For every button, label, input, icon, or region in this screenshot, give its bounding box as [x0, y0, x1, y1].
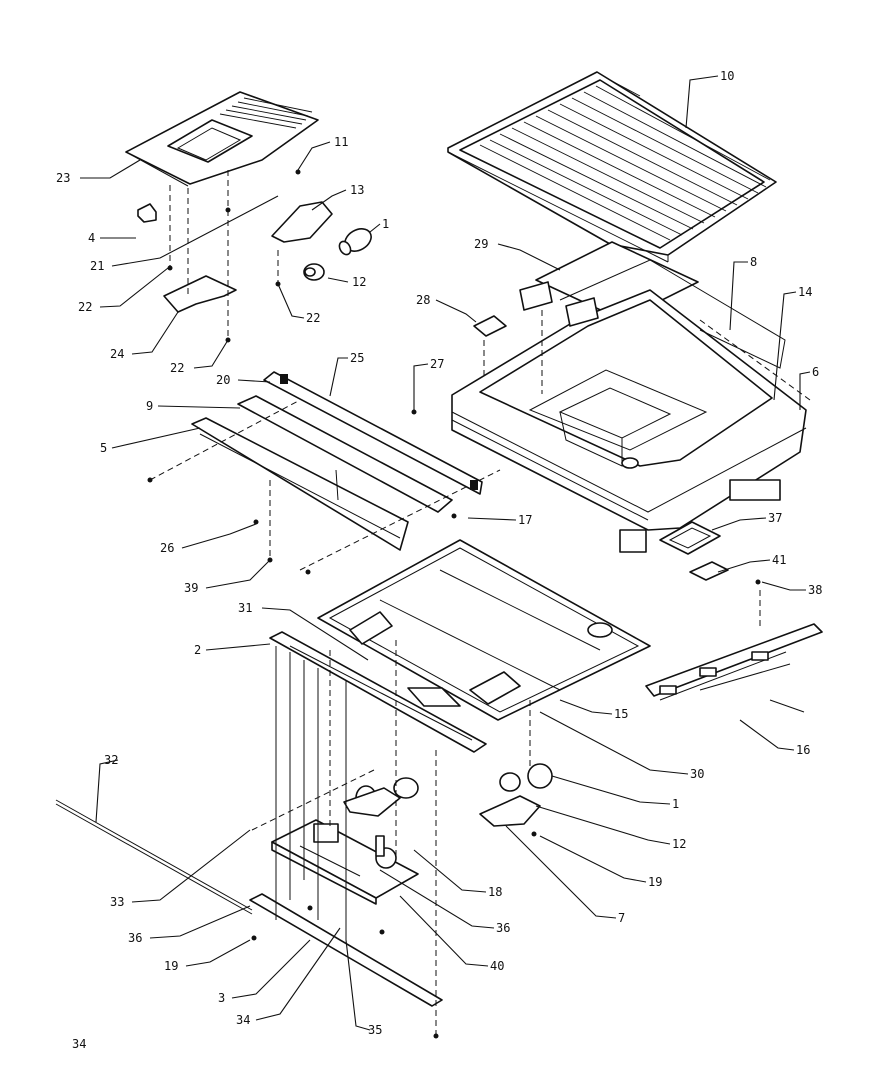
callout-22-a: 22 — [78, 300, 92, 314]
part-light-assembly-lower — [343, 763, 553, 827]
callout-29: 29 — [474, 237, 488, 251]
callout-19-b: 19 — [164, 959, 178, 973]
fasteners — [147, 169, 761, 1039]
callout-27: 27 — [430, 357, 444, 371]
callout-34: 34 — [236, 1013, 250, 1027]
part-trim-strips — [191, 371, 483, 551]
callout-23: 23 — [56, 171, 70, 185]
callout-10: 10 — [720, 69, 734, 83]
callout-22-c: 22 — [170, 361, 184, 375]
callout-1-upper: 1 — [382, 217, 389, 231]
callout-labels: 10 23 11 13 1 4 21 12 22 22 24 22 29 8 1… — [56, 69, 822, 1051]
part-fan-shroud — [125, 91, 319, 187]
part-crisper-housing — [451, 259, 807, 553]
part-socket-upper — [303, 263, 325, 281]
callout-9: 9 — [146, 399, 153, 413]
callout-41: 41 — [772, 553, 786, 567]
callout-17: 17 — [518, 513, 532, 527]
callout-33: 33 — [110, 895, 124, 909]
part-bulb-upper — [338, 228, 372, 256]
callout-30: 30 — [690, 767, 704, 781]
callout-25: 25 — [350, 351, 364, 365]
callout-8: 8 — [750, 255, 757, 269]
part-top-cover — [447, 71, 777, 263]
callout-24: 24 — [110, 347, 124, 361]
callout-6: 6 — [812, 365, 819, 379]
callout-21: 21 — [90, 259, 104, 273]
callout-36-a: 36 — [128, 931, 142, 945]
callout-37: 37 — [768, 511, 782, 525]
part-4-clip — [137, 203, 157, 223]
callout-15: 15 — [614, 707, 628, 721]
part-wire-harness — [645, 623, 823, 713]
callout-12-upper: 12 — [352, 275, 366, 289]
callout-19-a: 19 — [648, 875, 662, 889]
part-rails — [55, 631, 487, 1007]
callout-38: 38 — [808, 583, 822, 597]
callout-16: 16 — [796, 743, 810, 757]
callout-4: 4 — [88, 231, 95, 245]
callout-11: 11 — [334, 135, 348, 149]
page-number: 34 — [72, 1037, 86, 1051]
callout-35: 35 — [368, 1023, 382, 1037]
callout-28: 28 — [416, 293, 430, 307]
callout-5: 5 — [100, 441, 107, 455]
part-crisper-cover — [317, 539, 651, 721]
callout-12-lower: 12 — [672, 837, 686, 851]
leader-lines — [80, 75, 811, 1031]
callout-26: 26 — [160, 541, 174, 555]
part-bracket-24 — [163, 275, 237, 313]
callout-7: 7 — [618, 911, 625, 925]
callout-18: 18 — [488, 885, 502, 899]
callout-14: 14 — [798, 285, 812, 299]
callout-40: 40 — [490, 959, 504, 973]
part-control-box — [271, 819, 419, 905]
callout-32: 32 — [104, 753, 118, 767]
callout-20: 20 — [216, 373, 230, 387]
callout-22-b: 22 — [306, 311, 320, 325]
part-damper — [659, 521, 729, 581]
callout-13: 13 — [350, 183, 364, 197]
callout-3: 3 — [218, 991, 225, 1005]
callout-31: 31 — [238, 601, 252, 615]
callout-2: 2 — [194, 643, 201, 657]
callout-39: 39 — [184, 581, 198, 595]
part-light-cover-upper — [271, 201, 333, 243]
part-label — [473, 315, 507, 337]
assembly-lines — [149, 170, 811, 1036]
callout-36-b: 36 — [496, 921, 510, 935]
callout-1-lower: 1 — [672, 797, 679, 811]
